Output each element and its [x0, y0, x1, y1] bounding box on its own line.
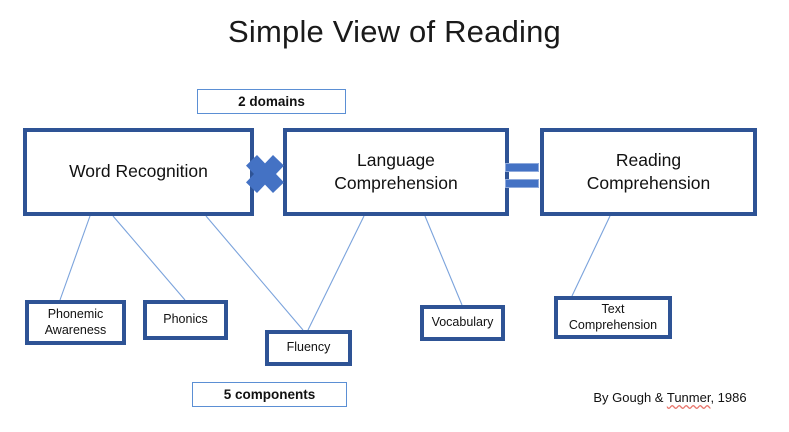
box-language-comprehension[interactable]: Language Comprehension — [283, 128, 509, 216]
box-phonemic-awareness[interactable]: Phonemic Awareness — [25, 300, 126, 345]
box-word-recognition-label: Word Recognition — [69, 161, 208, 182]
equals-icon — [505, 163, 539, 188]
multiply-icon — [246, 155, 284, 193]
pa-line-2: Awareness — [44, 322, 107, 337]
components-badge: 5 components — [192, 382, 347, 407]
connector-wr-phonics — [112, 215, 186, 301]
connector-wr-phonemic — [59, 215, 91, 301]
tc-line-2: Comprehension — [568, 317, 658, 332]
pa-line-1: Phonemic — [47, 306, 104, 321]
lc-line-2: Comprehension — [334, 173, 458, 193]
page-title: Simple View of Reading — [228, 14, 561, 49]
box-vocabulary[interactable]: Vocabulary — [420, 305, 505, 341]
box-phonics[interactable]: Phonics — [143, 300, 228, 340]
attribution-prefix: By Gough & — [593, 390, 667, 405]
connector-lc-fluency — [307, 215, 365, 331]
equals-bar-bottom — [505, 179, 539, 188]
box-phonemic-awareness-label: Phonemic Awareness — [45, 307, 107, 338]
box-language-comprehension-label: Language Comprehension — [334, 149, 458, 195]
connector-rc-text — [571, 215, 611, 297]
box-reading-comprehension-label: Reading Comprehension — [587, 149, 711, 195]
box-word-recognition[interactable]: Word Recognition — [23, 128, 254, 216]
rc-line-1: Reading — [615, 149, 682, 170]
box-phonics-label: Phonics — [163, 312, 208, 327]
box-fluency-label: Fluency — [286, 340, 331, 355]
connector-lc-vocabulary — [424, 215, 463, 306]
box-reading-comprehension[interactable]: Reading Comprehension — [540, 128, 757, 216]
box-text-comprehension[interactable]: Text Comprehension — [554, 296, 672, 339]
box-text-comprehension-label: Text Comprehension — [569, 302, 657, 333]
rc-line-2: Comprehension — [586, 173, 711, 193]
attribution-text: By Gough & Tunmer, 1986 — [570, 390, 770, 405]
lc-line-1: Language — [357, 149, 435, 170]
attribution-suffix: , 1986 — [710, 390, 747, 405]
box-vocabulary-label: Vocabulary — [431, 315, 494, 330]
box-fluency[interactable]: Fluency — [265, 330, 352, 366]
tc-line-1: Text — [601, 301, 625, 316]
equals-bar-top — [505, 163, 539, 172]
domains-badge: 2 domains — [197, 89, 346, 114]
attribution-author-misspelled: Tunmer — [666, 390, 711, 405]
